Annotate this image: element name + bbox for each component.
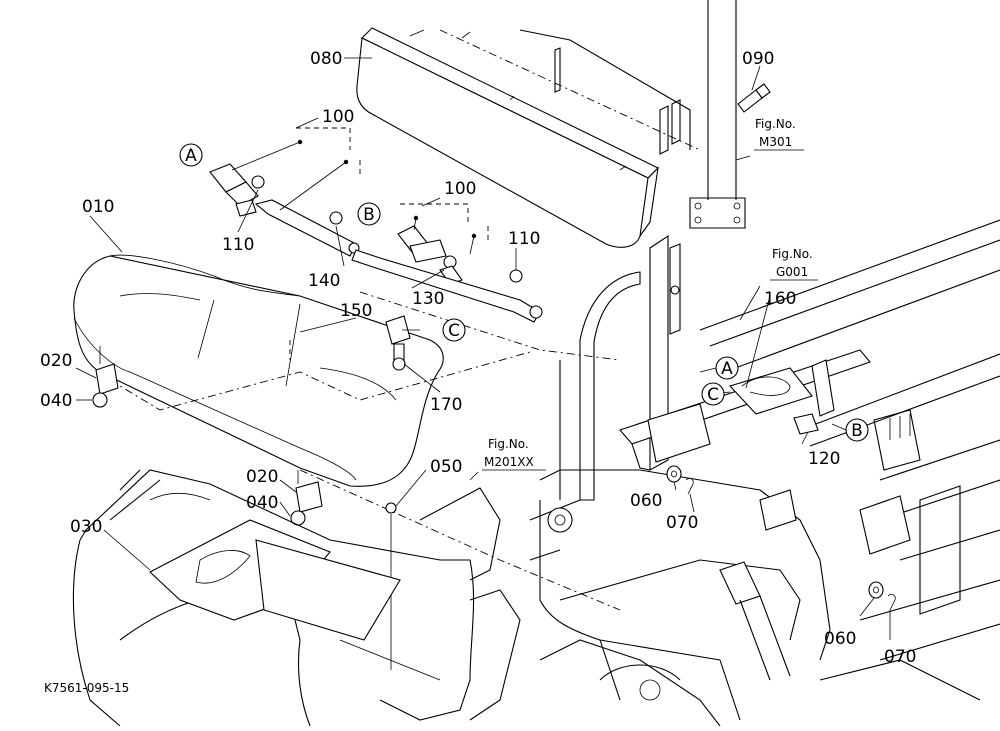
figure-ref-m201xx-line1: Fig.No. — [488, 437, 529, 451]
figure-ref-m201xx-line2: M201XX — [484, 455, 534, 469]
guide-ends — [359, 160, 489, 244]
pin-070-upper — [685, 478, 694, 495]
label-120: 120 — [808, 449, 840, 469]
callout-a-upper: A — [179, 143, 203, 167]
leader-lines — [75, 57, 891, 640]
label-170: 170 — [430, 395, 462, 415]
callout-c-upper-label: C — [448, 321, 460, 341]
pin-070-lower — [887, 594, 896, 611]
callout-a-upper-label: A — [185, 146, 197, 166]
figure-ref-g001: Fig.No. G001 — [770, 247, 818, 281]
label-080: 080 — [310, 49, 342, 69]
guide-100-left — [296, 127, 351, 150]
bracket-150 — [385, 315, 411, 371]
callout-c-lower: C — [701, 382, 725, 406]
label-030: 030 — [70, 517, 102, 537]
label-040-upper: 040 — [40, 391, 72, 411]
label-060-lower: 060 — [824, 629, 856, 649]
sheet-id: K7561-095-15 — [44, 681, 129, 695]
label-110-left: 110 — [222, 235, 254, 255]
label-100-left: 100 — [322, 107, 354, 127]
callout-b-upper-label: B — [363, 205, 375, 225]
figure-ref-g001-line2: G001 — [776, 265, 808, 279]
callout-a-lower: A — [715, 356, 739, 380]
floor-outline-3 — [299, 469, 621, 611]
label-050: 050 — [430, 457, 462, 477]
label-070-upper: 070 — [666, 513, 698, 533]
label-100-right: 100 — [444, 179, 476, 199]
callout-b-lower-label: B — [851, 421, 863, 441]
seat-belt-right — [351, 225, 543, 323]
backrest-frame — [439, 29, 701, 155]
label-010: 010 — [82, 197, 114, 217]
seat-belt-left — [209, 163, 360, 257]
figure-ref-m201xx: Fig.No. M201XX — [482, 437, 546, 471]
washer-060-lower — [868, 581, 884, 599]
label-020-upper: 020 — [40, 351, 72, 371]
label-130: 130 — [412, 289, 444, 309]
chassis-frame — [529, 219, 1000, 727]
callout-c-lower-label: C — [707, 385, 719, 405]
callout-c-upper: C — [442, 318, 466, 342]
seat-cushion — [73, 254, 444, 487]
guide-100-right — [400, 203, 469, 226]
label-070-lower: 070 — [884, 647, 916, 667]
bracket-020-upper — [92, 346, 119, 408]
label-140: 140 — [308, 271, 340, 291]
label-060-upper: 060 — [630, 491, 662, 511]
figure-ref-m301-line2: M301 — [759, 135, 792, 149]
floor-outline-1 — [109, 351, 531, 411]
label-020-lower: 020 — [246, 467, 278, 487]
callout-b-lower: B — [845, 418, 869, 442]
callout-a-lower-label: A — [721, 359, 733, 379]
bolt-090-icon — [737, 83, 771, 113]
rops-post — [689, 0, 746, 229]
figure-ref-g001-line1: Fig.No. — [772, 247, 813, 261]
label-090: 090 — [742, 49, 774, 69]
callout-b-upper: B — [357, 202, 381, 226]
washer-060-upper — [666, 465, 682, 483]
figure-ref-m301: Fig.No. M301 — [754, 117, 804, 151]
body-shell — [72, 469, 521, 727]
label-160: 160 — [764, 289, 796, 309]
figure-ref-m301-line1: Fig.No. — [755, 117, 796, 131]
backrest-cushion — [356, 27, 659, 248]
label-110-right: 110 — [508, 229, 540, 249]
label-150: 150 — [340, 301, 372, 321]
bracket-020-lower — [290, 470, 323, 526]
label-040-lower: 040 — [246, 493, 278, 513]
